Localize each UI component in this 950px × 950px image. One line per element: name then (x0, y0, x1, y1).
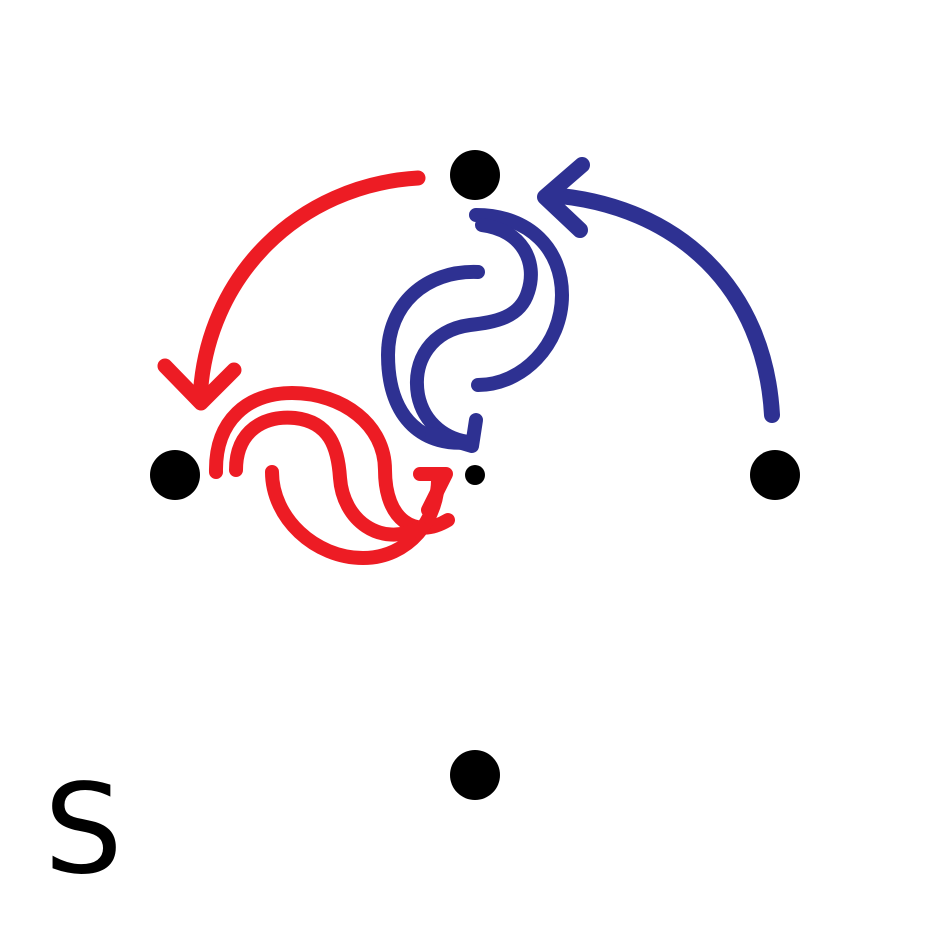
corner-label: S (44, 758, 123, 902)
point-left (150, 450, 200, 500)
red-arc-arrow (157, 170, 426, 411)
red-arc-arrowhead (157, 358, 242, 411)
blue-s-outer-band (469, 208, 569, 392)
point-center (465, 465, 485, 485)
blue-s-curve-arrow (381, 208, 569, 453)
blue-s-middle-band (410, 218, 538, 449)
blue-arc-arrow (537, 157, 780, 423)
red-s-middle-band (229, 410, 427, 542)
red-s-arrowhead (413, 467, 453, 517)
red-s-outer-band (208, 386, 455, 535)
point-top (450, 150, 500, 200)
blue-s-arrowhead (425, 413, 483, 453)
blue-arc-path (542, 187, 780, 423)
red-arc-path (192, 170, 426, 408)
blue-arc-arrowhead (537, 157, 590, 238)
point-right (750, 450, 800, 500)
lattice-points (150, 150, 800, 800)
point-bottom (450, 750, 500, 800)
red-s-curve-arrow (208, 386, 455, 565)
